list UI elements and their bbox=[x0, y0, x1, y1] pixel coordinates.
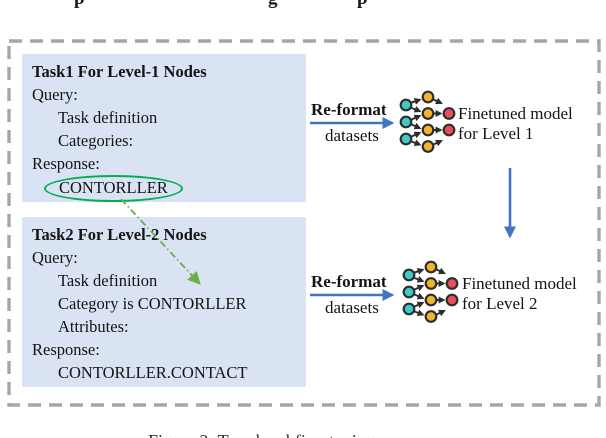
task2-response-value: CONTORLLER.CONTACT bbox=[58, 363, 248, 382]
task1-categories: Categories: bbox=[58, 131, 134, 150]
cropped-glyph: p bbox=[357, 0, 368, 9]
finetuned-model-level2-line2: for Level 2 bbox=[462, 294, 538, 313]
finetuned-model-level2-line1: Finetuned model bbox=[462, 274, 577, 293]
yellow-node bbox=[421, 90, 435, 104]
cropped-body-text-top: p g p bbox=[0, 0, 606, 9]
finetuned-model-level1-label: Finetuned model for Level 1 bbox=[458, 104, 573, 144]
cropped-glyph: p bbox=[74, 0, 85, 9]
task2-box: Task2 For Level-2 Nodes Query: Task defi… bbox=[22, 217, 306, 387]
finetuned-model-level2-label: Finetuned model for Level 2 bbox=[462, 274, 577, 314]
reformat-label-level1: Re-format bbox=[311, 100, 387, 119]
teal-node bbox=[399, 132, 413, 146]
red-node bbox=[445, 277, 459, 290]
yellow-node bbox=[421, 140, 435, 153]
task2-response-label: Response: bbox=[32, 340, 100, 359]
teal-node bbox=[402, 302, 416, 316]
task2-title: Task2 For Level-2 Nodes bbox=[32, 225, 207, 244]
teal-node bbox=[399, 98, 413, 112]
figure-caption: Figure 2: Two-level fine-tuning bbox=[148, 430, 568, 438]
task1-query-label: Query: bbox=[32, 85, 78, 104]
task2-task-definition: Task definition bbox=[58, 271, 158, 290]
teal-node bbox=[402, 285, 416, 299]
red-node bbox=[442, 123, 456, 137]
yellow-node bbox=[424, 310, 438, 323]
task1-response-value: CONTORLLER bbox=[59, 178, 168, 197]
datasets-label-level2: datasets bbox=[325, 298, 379, 317]
task2-query-label: Query: bbox=[32, 248, 78, 267]
task2-attributes: Attributes: bbox=[58, 317, 129, 336]
datasets-label-level1: datasets bbox=[325, 126, 379, 145]
task1-box: Task1 For Level-1 Nodes Query: Task defi… bbox=[22, 54, 306, 202]
yellow-node bbox=[421, 107, 435, 120]
task1-task-definition: Task definition bbox=[58, 108, 158, 127]
red-node bbox=[442, 107, 456, 120]
green-ellipse-highlight: CONTORLLER bbox=[44, 175, 183, 202]
reformat-label-level2: Re-format bbox=[311, 272, 387, 291]
task2-category-is: Category is CONTORLLER bbox=[58, 294, 247, 313]
task1-response-line: CONTORLLER bbox=[32, 175, 296, 202]
yellow-node bbox=[421, 123, 435, 137]
task1-response-label: Response: bbox=[32, 154, 100, 173]
finetuned-model-level1-line1: Finetuned model bbox=[458, 104, 573, 123]
cropped-glyph: g bbox=[268, 0, 278, 9]
yellow-node bbox=[424, 260, 438, 274]
yellow-node bbox=[424, 277, 438, 290]
teal-node bbox=[402, 268, 416, 282]
neural-network-icon-level1 bbox=[399, 90, 456, 153]
red-node bbox=[445, 293, 459, 307]
yellow-node bbox=[424, 293, 438, 307]
cropped-caption-strip: Figure 2: Two-level fine-tuning bbox=[148, 430, 568, 438]
teal-node bbox=[399, 115, 413, 129]
neural-network-icon-level2 bbox=[402, 260, 459, 323]
finetuned-model-level1-line2: for Level 1 bbox=[458, 124, 534, 143]
task1-title: Task1 For Level-1 Nodes bbox=[32, 62, 207, 81]
